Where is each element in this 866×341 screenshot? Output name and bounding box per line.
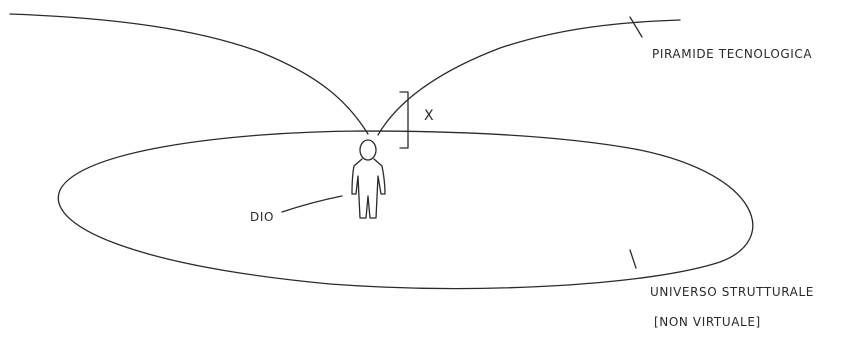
universe-label: UNIVERSO STRUTTURALE xyxy=(650,285,814,299)
pyramid-left-curve xyxy=(9,13,369,135)
god-figure-head xyxy=(359,139,377,161)
pyramid-right-curve xyxy=(377,19,681,136)
god-figure-body xyxy=(351,158,386,219)
x-label: X xyxy=(424,108,434,124)
god-pointer-line xyxy=(281,195,343,213)
pyramid-label: PIRAMIDE TECNOLOGICA xyxy=(652,47,812,61)
god-label: DIO xyxy=(250,210,274,224)
x-bracket xyxy=(399,91,409,149)
universe-tick-mark xyxy=(629,249,637,269)
pyramid-tick-mark xyxy=(629,16,643,38)
universe-ellipse xyxy=(57,130,754,290)
universe-sublabel: [NON VIRTUALE] xyxy=(654,315,761,329)
